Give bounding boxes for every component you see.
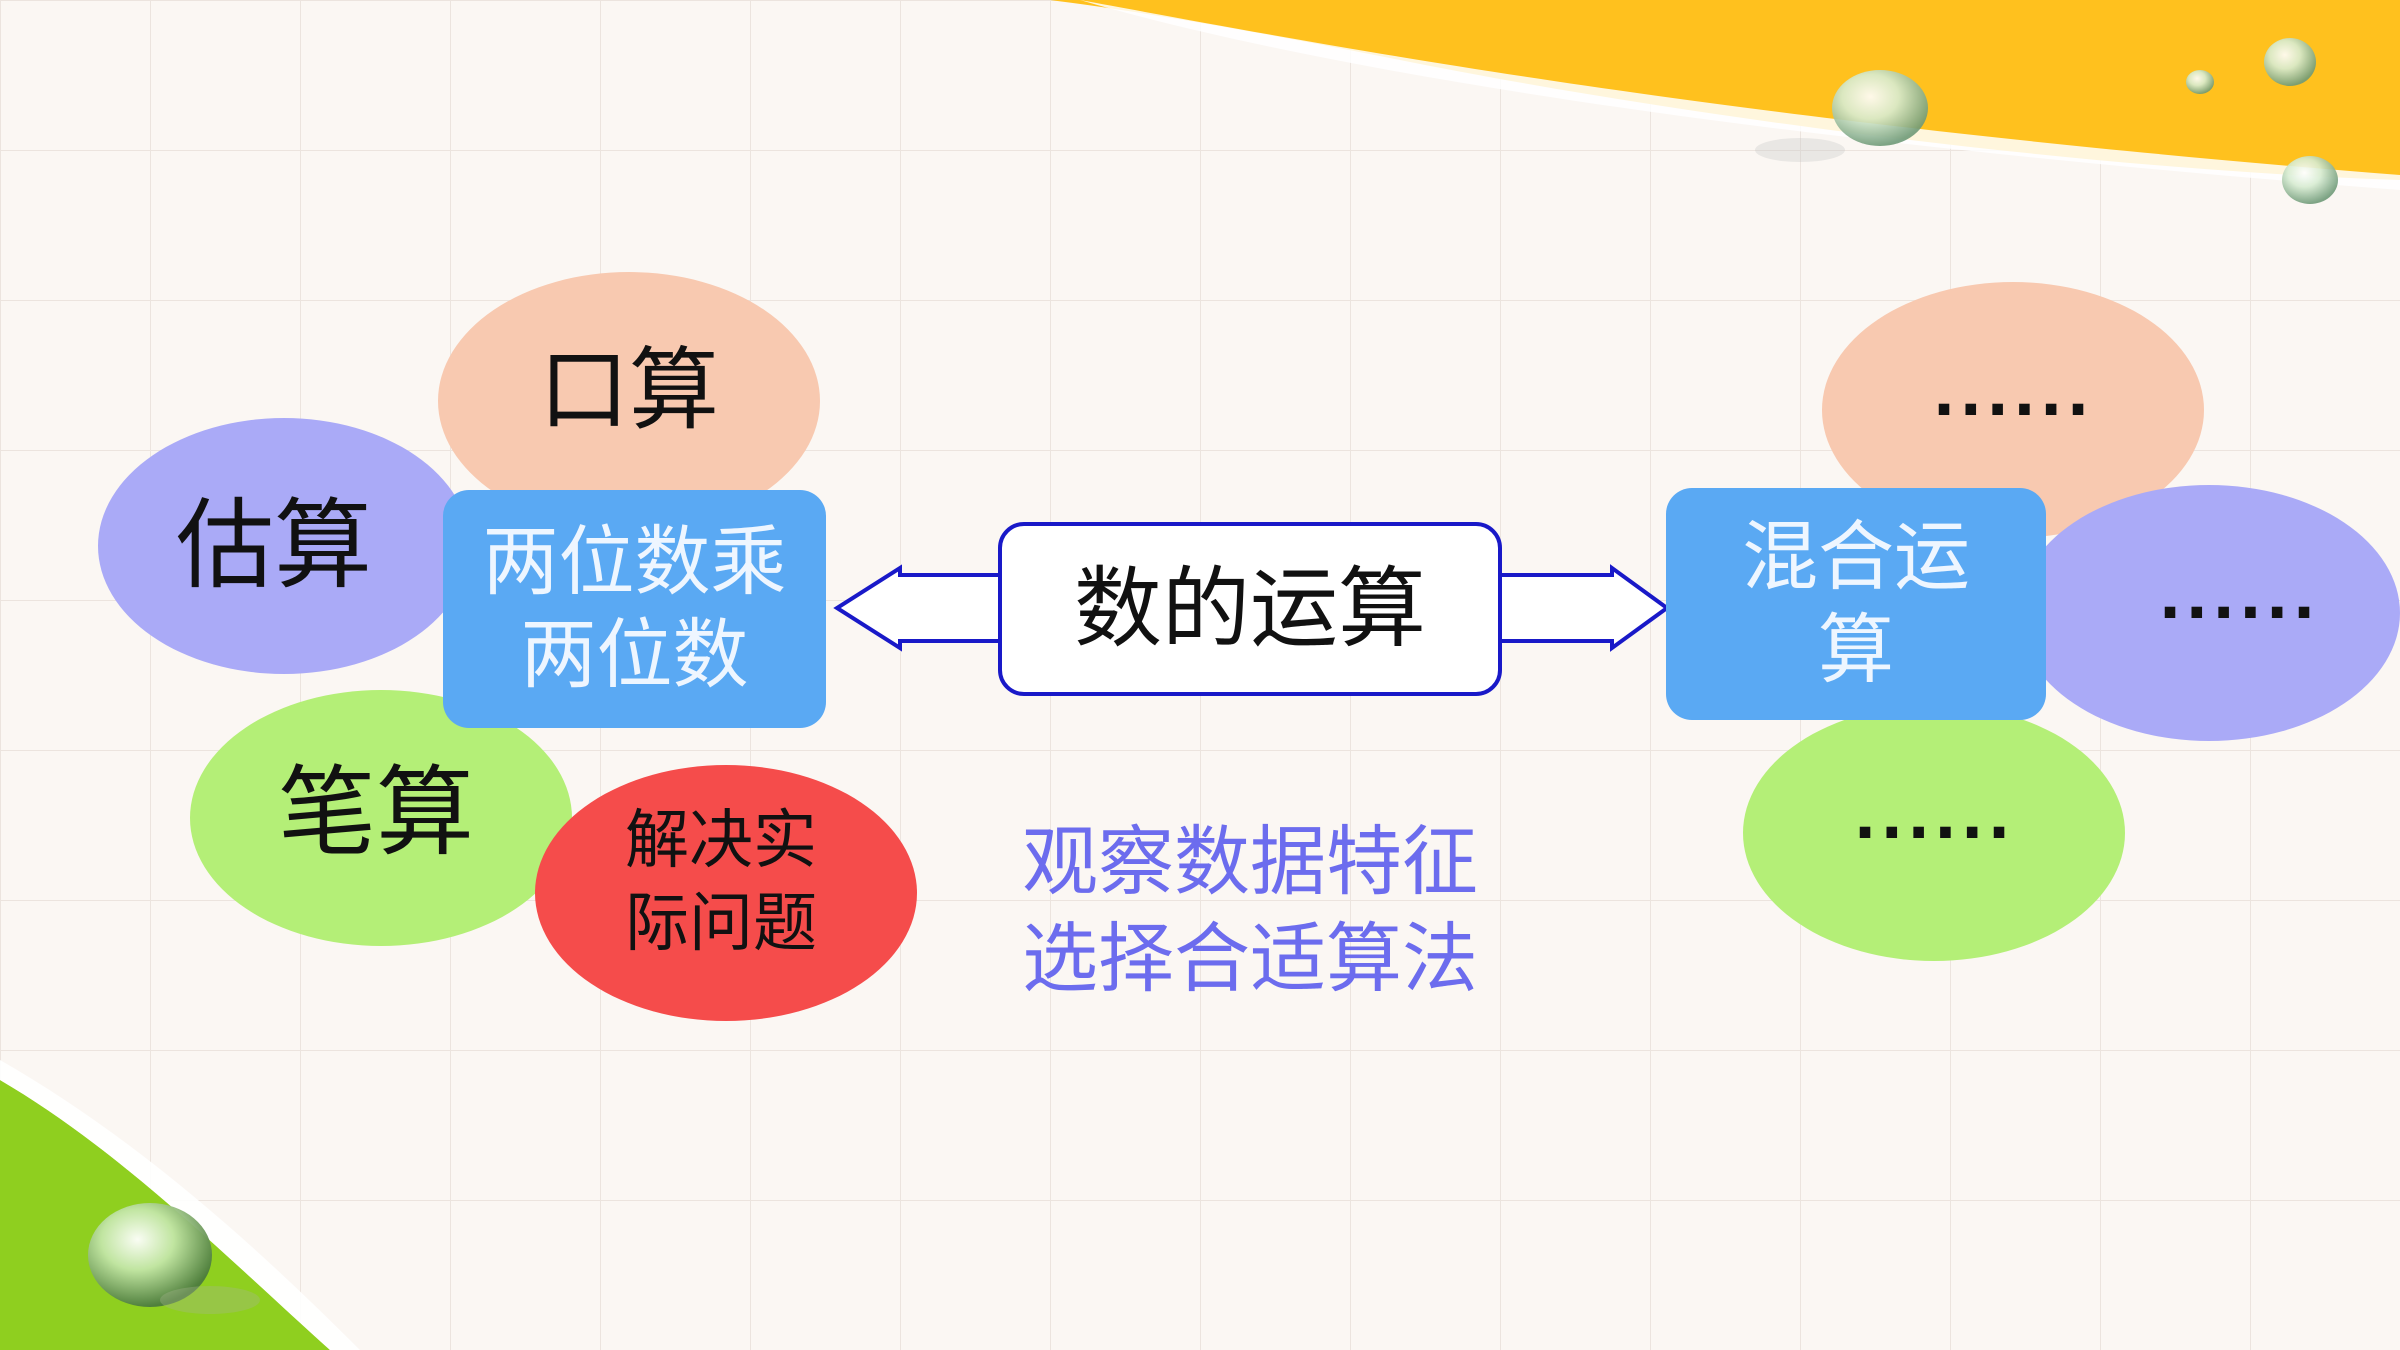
estimate-label: 估算 [175,488,372,603]
right-arrow [1498,564,1671,652]
mixed-label: 混合运 算 [1742,512,1970,694]
tip-text: 观察数据特征 选择合适算法 [960,810,1540,1010]
petal-right-side: ······ [2018,485,2400,741]
right-bottom-ellipsis: ······ [1853,797,2015,868]
center-box-number-operations: 数的运算 [998,522,1502,696]
petal-estimation: 估算 [98,418,470,674]
center-label: 数的运算 [1073,557,1426,660]
oral-label: 口算 [539,337,719,443]
petal-solve-problems: 解决实 际问题 [535,765,917,1021]
topic-box-mixed-operations: 混合运 算 [1666,488,2046,720]
orange-band [1050,0,2400,180]
petal-right-bottom: ······ [1743,705,2125,961]
topic-box-two-digit-multiplication: 两位数乘 两位数 [443,490,826,728]
right-side-ellipsis: ······ [2158,577,2320,648]
problem-label: 解决实 际问题 [625,803,817,961]
written-label: 笔算 [277,755,474,870]
petal-oral-calculation: 口算 [438,272,820,530]
left-arrow [833,564,1002,652]
tip-label: 观察数据特征 选择合适算法 [1022,816,1478,1003]
two-digit-label: 两位数乘 两位数 [482,517,787,699]
petal-written-calculation: 笔算 [190,690,572,946]
right-top-ellipsis: ······ [1932,374,2094,445]
